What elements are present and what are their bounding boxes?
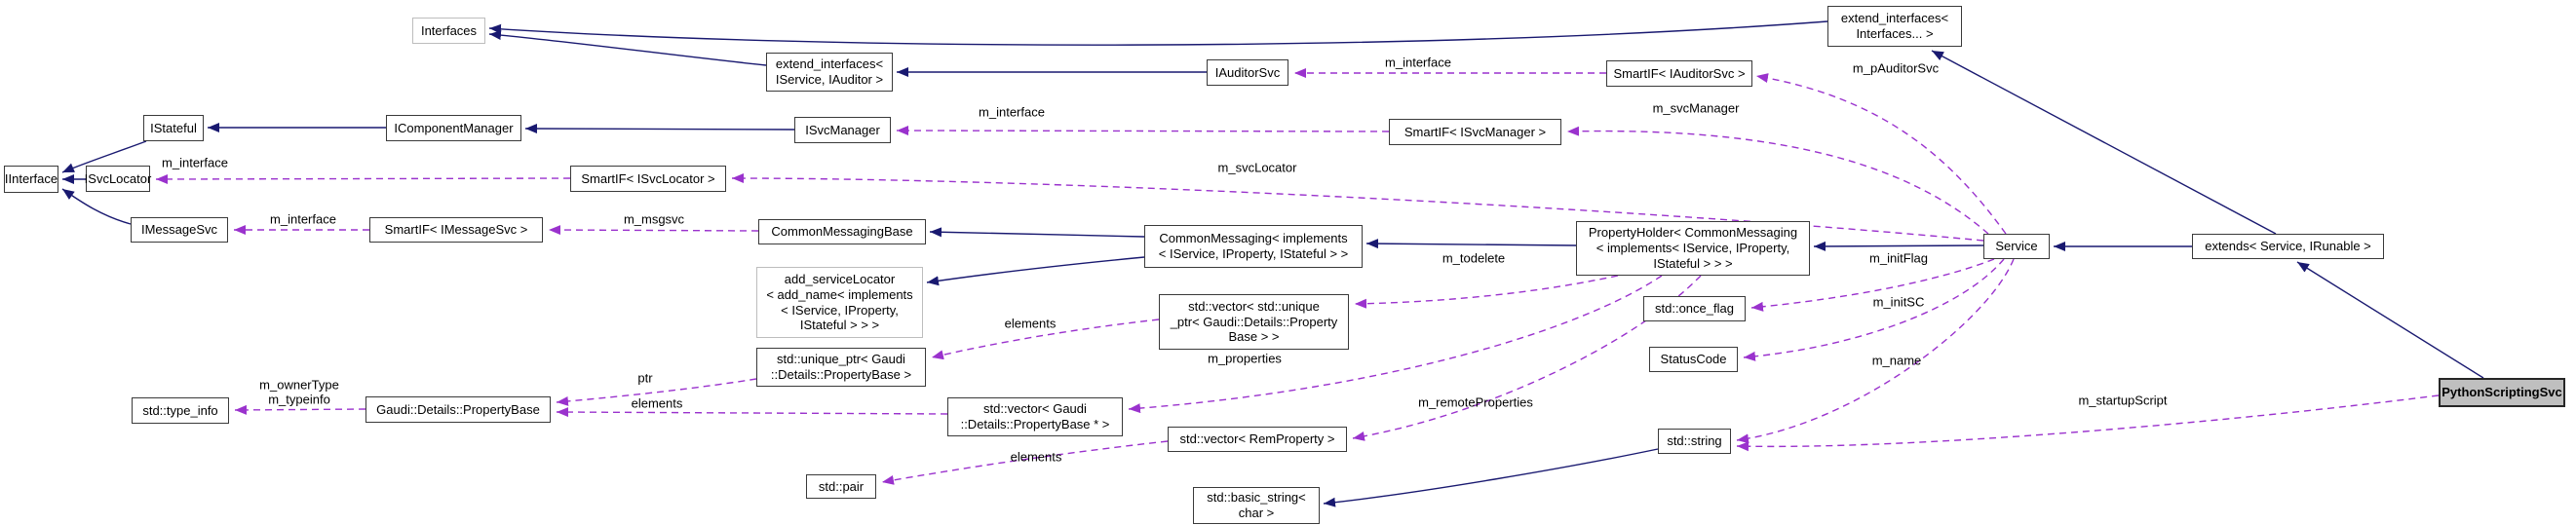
usage-edges xyxy=(155,68,2440,485)
node-commonmessagingbase[interactable]: CommonMessagingBase xyxy=(758,219,926,244)
node-unique-ptr-propertybase[interactable]: std::unique_ptr< Gaudi ::Details::Proper… xyxy=(756,348,926,387)
node-smartif-imessagesvc[interactable]: SmartIF< IMessageSvc > xyxy=(369,217,543,243)
node-std-basic-string-char[interactable]: std::basic_string< char > xyxy=(1193,487,1320,524)
edge-label-m-interface-svclocator: m_interface xyxy=(162,155,228,170)
node-iauditorsvc[interactable]: IAuditorSvc xyxy=(1207,59,1288,86)
node-icomponentmanager[interactable]: IComponentManager xyxy=(386,115,521,141)
edge-commonmessaging-to-addservicelocator xyxy=(926,256,1145,286)
edge-label-m-typeinfo: m_typeinfo xyxy=(268,392,330,407)
edge-isvcmanager-to-icomponentmanager xyxy=(524,124,795,134)
edge-label-m-remoteproperties: m_remoteProperties xyxy=(1418,394,1533,410)
node-isvclocator[interactable]: ISvcLocator xyxy=(85,166,151,192)
node-std-once-flag[interactable]: std::once_flag xyxy=(1643,296,1746,321)
node-pythonscriptingsvc[interactable]: PythonScriptingSvc xyxy=(2439,378,2565,407)
edge-label-m-svcmanager: m_svcManager xyxy=(1652,100,1740,116)
edge-service-m-svclocator xyxy=(731,173,1984,242)
edge-label-m-initsc: m_initSC xyxy=(1872,294,1925,310)
edge-service-m-initsc xyxy=(1743,258,2005,361)
edge-label-m-interface-messagesvc: m_interface xyxy=(270,211,336,227)
edge-service-m-name xyxy=(1736,258,2015,444)
node-extend-interfaces-variadic[interactable]: extend_interfaces< Interfaces... > xyxy=(1827,6,1962,47)
edge-label-m-todelete: m_todelete xyxy=(1442,250,1506,266)
edge-istateful-to-iinterface xyxy=(61,140,147,173)
edge-propertybase-m-ownertype-m-typeinfo xyxy=(234,404,366,415)
node-commonmessaging[interactable]: CommonMessaging< implements < IService, … xyxy=(1144,225,1363,268)
node-vector-remproperty[interactable]: std::vector< RemProperty > xyxy=(1168,427,1347,452)
node-std-string[interactable]: std::string xyxy=(1658,429,1731,454)
edge-service-to-propertyholder xyxy=(1813,241,1984,251)
node-isvcmanager[interactable]: ISvcManager xyxy=(794,117,891,143)
node-extend-interfaces-iservice-iauditor[interactable]: extend_interfaces< IService, IAuditor > xyxy=(766,53,893,92)
edge-extendinterfaces-to-interfaces xyxy=(488,30,767,66)
edge-imessagesvc-to-iinterface xyxy=(61,188,132,225)
node-add-servicelocator[interactable]: add_serviceLocator < add_name< implement… xyxy=(756,267,923,338)
edge-vectorpropertybaseptr-elements xyxy=(556,407,948,418)
edge-label-m-ownertype: m_ownerType xyxy=(259,377,339,393)
edge-label-m-initflag: m_initFlag xyxy=(1869,250,1928,266)
edge-extends-to-extendinterfaces-variadic xyxy=(1931,50,2277,235)
node-interfaces[interactable]: Interfaces xyxy=(412,18,485,44)
edge-propertyholder-m-todelete xyxy=(1354,275,1619,309)
node-iinterface[interactable]: IInterface xyxy=(4,166,58,193)
edge-propertyholder-to-commonmessaging xyxy=(1365,239,1577,249)
edge-stdstring-to-basicstring xyxy=(1323,448,1659,507)
node-statuscode[interactable]: StatusCode xyxy=(1649,347,1738,372)
node-vector-propertybase-ptr[interactable]: std::vector< Gaudi ::Details::PropertyBa… xyxy=(947,397,1123,436)
edge-label-m-properties: m_properties xyxy=(1208,351,1282,366)
edge-commonmessagingbase-m-msgsvc xyxy=(548,225,759,236)
node-imessagesvc[interactable]: IMessageSvc xyxy=(131,217,228,243)
edge-label-m-startupscript: m_startupScript xyxy=(2078,393,2168,408)
node-service[interactable]: Service xyxy=(1983,234,2050,259)
node-smartif-isvclocator[interactable]: SmartIF< ISvcLocator > xyxy=(570,166,726,192)
node-gaudi-details-propertybase[interactable]: Gaudi::Details::PropertyBase xyxy=(365,396,551,423)
node-extends-service-irunable[interactable]: extends< Service, IRunable > xyxy=(2192,234,2384,259)
edge-label-elements-propertybase: elements xyxy=(631,395,683,411)
edge-label-elements-pair: elements xyxy=(1010,449,1062,465)
edge-label-m-pauditorsvc: m_pAuditorSvc xyxy=(1852,60,1940,76)
node-propertyholder[interactable]: PropertyHolder< CommonMessaging < implem… xyxy=(1576,221,1810,276)
edge-label-m-svclocator: m_svcLocator xyxy=(1217,160,1297,175)
node-vector-unique-ptr-propertybase[interactable]: std::vector< std::unique _ptr< Gaudi::De… xyxy=(1159,294,1349,350)
node-std-pair[interactable]: std::pair xyxy=(806,474,876,499)
edge-commonmessaging-to-commonmessagingbase xyxy=(929,227,1145,238)
node-smartif-iauditorsvc[interactable]: SmartIF< IAuditorSvc > xyxy=(1606,60,1752,87)
edge-vectorremproperty-elements xyxy=(881,440,1169,485)
edge-label-ptr: ptr xyxy=(637,370,653,386)
edge-pythonscriptingsvc-m-startupscript xyxy=(1736,394,2440,452)
edge-label-elements-uniqueptr: elements xyxy=(1004,316,1057,331)
edge-smartif-isvclocator-m-interface xyxy=(155,173,571,184)
edge-pythonscriptingsvc-to-extends xyxy=(2296,261,2484,379)
node-smartif-isvcmanager[interactable]: SmartIF< ISvcManager > xyxy=(1389,119,1561,145)
edge-service-m-pauditorsvc xyxy=(1755,73,2007,235)
edge-propertyholder-m-properties xyxy=(1128,275,1663,414)
inheritance-edges xyxy=(61,20,2484,507)
node-istateful[interactable]: IStateful xyxy=(143,115,204,141)
node-std-type-info[interactable]: std::type_info xyxy=(132,397,229,424)
edge-label-m-interface-auditor: m_interface xyxy=(1385,55,1451,70)
edge-service-m-initflag xyxy=(1750,258,1995,312)
edge-label-m-name: m_name xyxy=(1871,353,1922,368)
edge-extendinterfaces-variadic-to-interfaces xyxy=(488,20,1828,46)
edge-label-m-msgsvc: m_msgsvc xyxy=(623,211,685,227)
edge-service-m-svcmanager xyxy=(1566,126,1989,235)
edge-label-m-interface-svcmanager: m_interface xyxy=(979,104,1045,120)
